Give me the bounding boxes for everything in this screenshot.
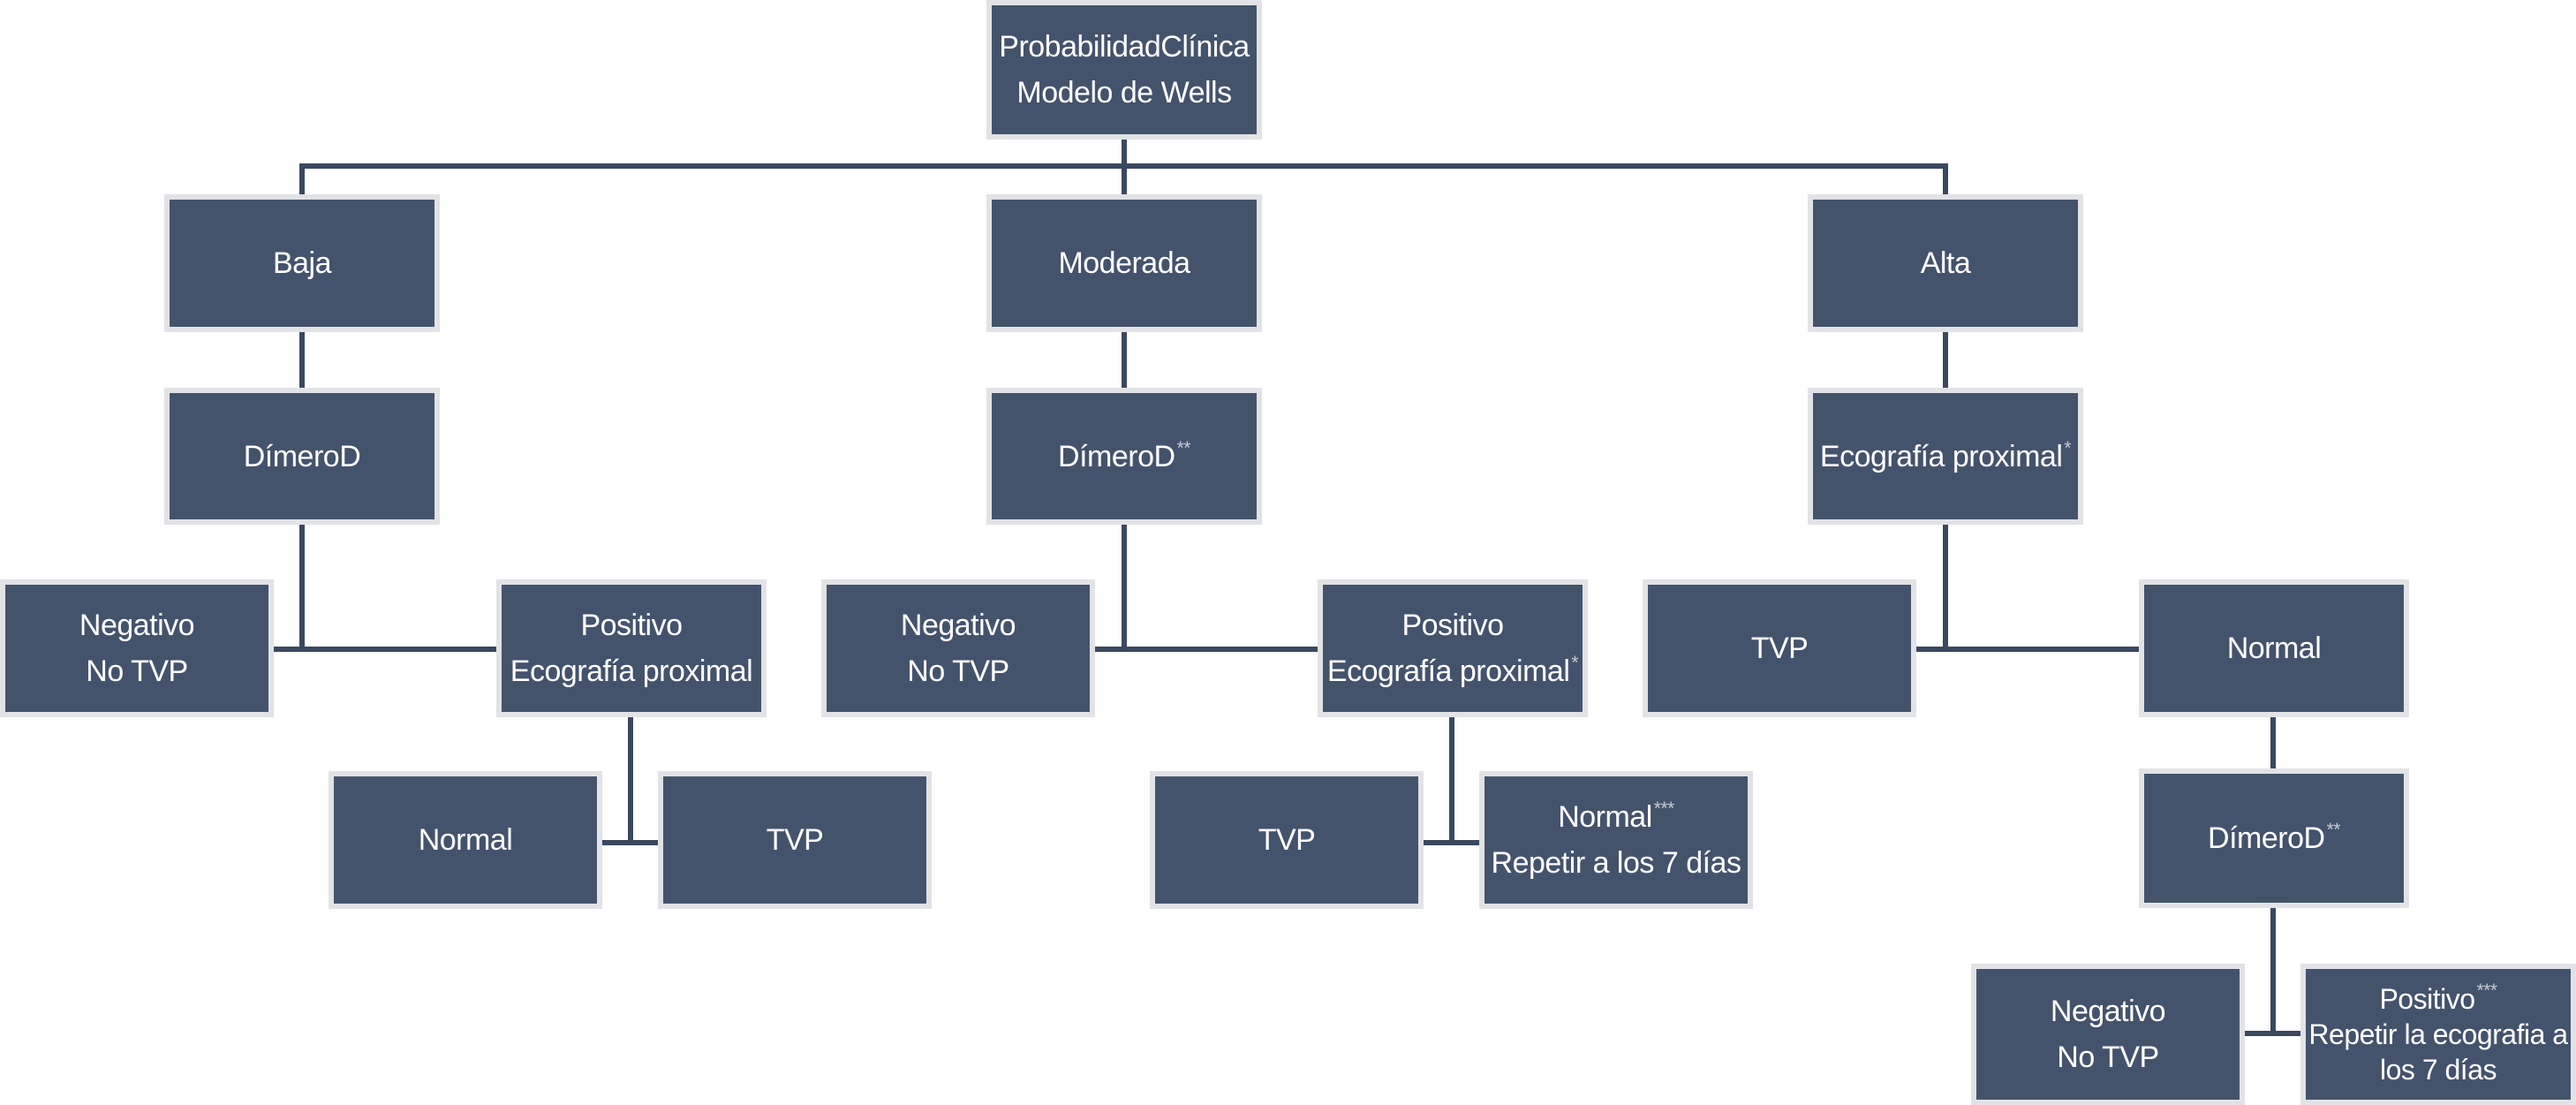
moderada-positive-line2-wrap: Ecografía proximal* (1326, 648, 1579, 694)
moderada-normal-line1: Normal (1558, 800, 1652, 834)
root-line2: Modelo de Wells (1016, 76, 1232, 110)
root-node: ProbabilidadClínica Modelo de Wells (986, 0, 1262, 140)
baja-tvp-label: TVP (766, 823, 824, 857)
connector (1122, 163, 1127, 194)
baja-dimer-label: DímeroD (243, 439, 361, 473)
alta-positive-line3: los 7 días (2380, 1054, 2497, 1086)
double-asterisk-mark: ** (1176, 437, 1191, 458)
moderada-negative-node: Negativo No TVP (821, 579, 1095, 717)
triple-asterisk-mark: *** (2476, 980, 2498, 1001)
connector (274, 647, 496, 652)
connector (1943, 332, 1948, 388)
root-line1: ProbabilidadClínica (999, 30, 1250, 64)
connector (2245, 1031, 2300, 1036)
connector (1122, 140, 1127, 166)
moderada-node: Moderada (986, 194, 1262, 332)
moderada-normal-node: Normal*** Repetir a los 7 días (1479, 771, 1753, 909)
baja-normal-node: Normal (329, 771, 602, 909)
connector (299, 163, 305, 194)
double-asterisk-mark: ** (2326, 820, 2341, 840)
baja-node: Baja (164, 194, 440, 332)
alta-tvp-node: TVP (1643, 579, 1916, 717)
connector (299, 332, 305, 388)
alta-ultrasound-node: Ecografía proximal* (1808, 388, 2083, 525)
moderada-tvp-label: TVP (1258, 823, 1316, 857)
moderada-label: Moderada (1058, 246, 1190, 280)
alta-normal-label: Normal (2226, 632, 2322, 665)
alta-negative-line1: Negativo (2050, 995, 2166, 1028)
alta-dimer-label: DímeroD (2208, 821, 2325, 855)
baja-negative-line1: Negativo (79, 609, 195, 642)
alta-ultrasound-text: Ecografía proximal* (1819, 434, 2072, 480)
baja-negative-line2: No TVP (86, 655, 188, 688)
connector (1424, 840, 1479, 845)
moderada-positive-line2: Ecografía proximal (1326, 655, 1570, 688)
moderada-normal-line1-wrap: Normal*** (1558, 794, 1674, 840)
moderada-normal-line2: Repetir a los 7 días (1491, 846, 1741, 880)
baja-positive-node: Positivo Ecografía proximal (496, 579, 767, 717)
asterisk-mark: * (1571, 653, 1579, 673)
connector (1943, 525, 1948, 649)
baja-positive-line2: Ecografía proximal (510, 655, 753, 688)
baja-dimer-node: DímeroD (164, 388, 440, 525)
alta-dimer-text: DímeroD** (2208, 815, 2340, 861)
asterisk-mark: * (2064, 437, 2072, 458)
baja-positive-line1: Positivo (580, 609, 683, 642)
alta-positive-line2: Repetir la ecografia a (2308, 1018, 2568, 1050)
alta-normal-node: Normal (2139, 579, 2409, 717)
moderada-dimer-text: DímeroD** (1058, 434, 1190, 480)
alta-positive-line1: Positivo (2379, 983, 2475, 1015)
connector (1095, 647, 1318, 652)
alta-node: Alta (1808, 194, 2083, 332)
baja-negative-node: Negativo No TVP (0, 579, 274, 717)
connector (2270, 717, 2276, 768)
connector (1122, 332, 1127, 388)
moderada-tvp-node: TVP (1150, 771, 1424, 909)
connector (1916, 647, 2139, 652)
alta-dimer-node: DímeroD** (2139, 768, 2409, 908)
triple-asterisk-mark: *** (1653, 798, 1675, 819)
moderada-positive-line1: Positivo (1401, 609, 1504, 642)
connector (299, 525, 305, 649)
connector (2270, 908, 2276, 1035)
connector (1943, 163, 1948, 194)
alta-ultrasound-label: Ecografía proximal (1819, 439, 2063, 473)
moderada-dimer-label: DímeroD (1058, 439, 1175, 473)
moderada-positive-node: Positivo Ecografía proximal* (1318, 579, 1588, 717)
connector (1122, 525, 1127, 649)
alta-tvp-label: TVP (1750, 632, 1809, 665)
moderada-negative-line1: Negativo (900, 609, 1016, 642)
moderada-negative-line2: No TVP (907, 655, 1009, 688)
baja-label: Baja (272, 246, 332, 280)
alta-positive-line1-wrap: Positivo*** (2379, 981, 2497, 1017)
baja-normal-label: Normal (418, 823, 513, 857)
connector (602, 840, 658, 845)
baja-tvp-node: TVP (658, 771, 932, 909)
alta-negative-node: Negativo No TVP (1971, 964, 2245, 1105)
connector (1449, 717, 1454, 844)
alta-negative-line2: No TVP (2057, 1041, 2159, 1074)
moderada-dimer-node: DímeroD** (986, 388, 1262, 525)
alta-positive-node: Positivo*** Repetir la ecografia a los 7… (2300, 964, 2576, 1105)
alta-label: Alta (1920, 246, 1971, 280)
connector (628, 717, 633, 844)
